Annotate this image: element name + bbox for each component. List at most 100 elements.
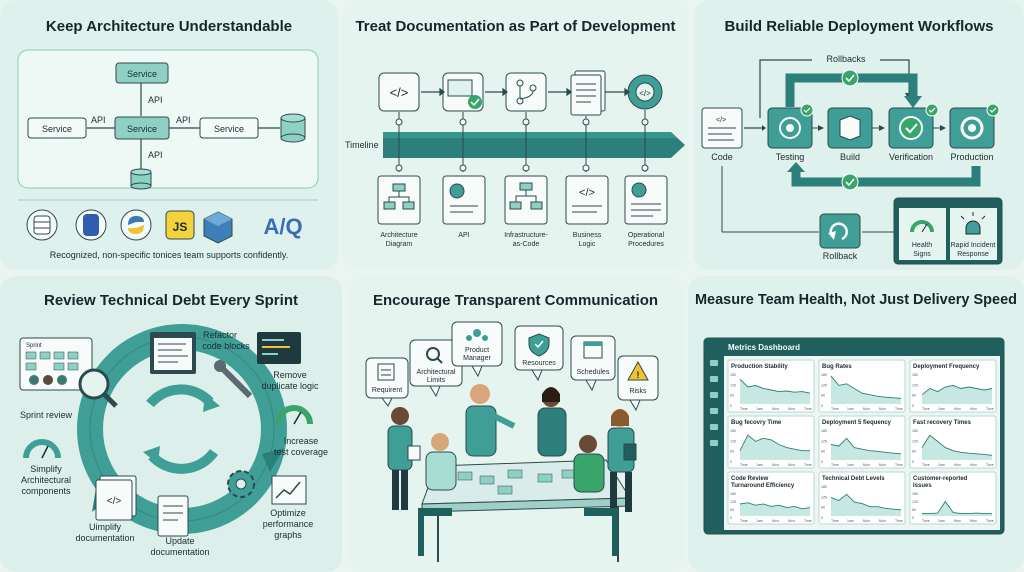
metric-x-tick: 1am	[756, 463, 763, 467]
metric-y-tick: 180	[730, 373, 736, 377]
metric-area	[740, 379, 810, 404]
service-top-box[interactable]	[115, 62, 169, 84]
health-label-2: Signs	[913, 251, 931, 258]
doc-label-business-1: Business	[573, 232, 602, 239]
svg-text:!: !	[637, 370, 640, 380]
svg-text:</>: </>	[579, 187, 595, 199]
person-right-woman	[607, 409, 637, 512]
metric-x-tick: Mon	[772, 407, 779, 411]
gear-icon	[227, 470, 255, 498]
service-right-box[interactable]	[199, 117, 259, 139]
metric-line	[739, 434, 810, 452]
simplify-label-3: components	[21, 486, 71, 496]
svg-text:</>: </>	[639, 89, 651, 98]
api-top-label: API	[148, 95, 163, 105]
metric-y-tick: 60	[821, 450, 825, 454]
metric-line	[921, 434, 993, 456]
document-stack-icon	[570, 70, 606, 116]
code-blocks-icon	[150, 332, 196, 374]
arch-limits-label-2: Limits	[427, 377, 446, 384]
metric-line	[921, 384, 993, 396]
metric-x-tick: 1am	[847, 463, 854, 467]
javascript-logo-icon: JS	[165, 210, 195, 240]
metric-y-tick: 125	[912, 500, 918, 504]
optimize-label-2: performance	[263, 519, 314, 529]
metric-y-tick: 60	[730, 394, 734, 398]
service-right-label: Service	[214, 124, 244, 134]
architecture-diagram-doc[interactable]	[377, 175, 421, 225]
metric-title: Customer-reported	[913, 476, 968, 482]
check-icon	[800, 103, 814, 117]
metric-y-tick: 0	[730, 404, 732, 408]
business-logic-doc[interactable]: </>	[565, 175, 609, 225]
check-icon	[925, 103, 939, 117]
metric-x-tick: Mon	[772, 463, 779, 467]
metric-x-tick: 1am	[938, 463, 945, 467]
metric-x-tick: Time	[986, 407, 994, 411]
metric-x-tick: Mon	[954, 519, 961, 523]
rollback-button[interactable]	[819, 213, 861, 249]
requirement-bubble: Requirent	[365, 357, 409, 407]
rollback-label: Rollback	[823, 251, 858, 261]
service-left-box[interactable]	[27, 117, 87, 139]
person-seated-right	[573, 435, 618, 556]
resources-bubble: Resources	[514, 325, 564, 382]
person-center-woman	[537, 387, 567, 457]
health-label-1: Health	[912, 242, 932, 249]
api-right-label: API	[176, 115, 191, 125]
metric-y-tick: 125	[821, 439, 827, 443]
metric-x-tick: 1am	[847, 407, 854, 411]
infrastructure-doc[interactable]	[504, 175, 548, 225]
tech-debt-panel: Review Technical Debt Every Sprint Sprin…	[0, 276, 342, 572]
cloud-db-logo-icon	[75, 209, 107, 241]
documentation-panel: Treat Documentation as Part of Developme…	[343, 0, 688, 270]
metric-line	[830, 375, 902, 399]
tech-debt-diagram: Sprint Sprint review Refactor code block…	[19, 324, 328, 557]
metric-area	[831, 438, 901, 460]
metric-y-tick: 180	[821, 429, 827, 433]
metrics-dashboard: Metrics Dashboard Production Stability18…	[703, 337, 1005, 535]
metric-x-tick: Mon	[863, 407, 870, 411]
metric-x-tick: Mon	[788, 407, 795, 411]
metric-y-tick: 180	[821, 485, 827, 489]
incident-label-2: Response	[957, 251, 989, 258]
remove-label-1: Remove	[273, 370, 307, 380]
product-manager-bubble: Product Manager	[451, 321, 503, 378]
metric-x-tick: Mon	[879, 519, 886, 523]
metric-x-tick: Mon	[863, 463, 870, 467]
service-center-label: Service	[127, 124, 157, 134]
terminal-check-icon	[442, 72, 484, 112]
metric-x-tick: Mon	[788, 463, 795, 467]
metric-x-tick: Mon	[954, 407, 961, 411]
metric-line	[739, 378, 811, 394]
communication-title: Encourage Transparent Communication	[372, 292, 659, 309]
metric-x-tick: 1am	[756, 519, 763, 523]
api-left-label: API	[91, 115, 106, 125]
metric-y-tick: 0	[912, 516, 914, 520]
code-doc-icon: </>	[378, 72, 420, 112]
schedules-bubble: Schedules	[570, 335, 616, 392]
architecture-panel: Keep Architecture Understandable Service…	[0, 0, 338, 270]
metric-x-tick: Mon	[970, 519, 977, 523]
requirement-label: Requirent	[372, 387, 402, 394]
metric-line	[739, 502, 811, 510]
metric-area	[922, 501, 992, 516]
metric-y-tick: 60	[730, 508, 734, 512]
metric-y-tick: 60	[821, 394, 825, 398]
operational-procedures-doc[interactable]	[624, 175, 668, 225]
service-left-label: Service	[42, 124, 72, 134]
terminal-icon	[257, 332, 301, 364]
resources-label: Resources	[522, 360, 556, 367]
deployment-title: Build Reliable Deployment Workflows	[724, 18, 994, 35]
service-center-box[interactable]	[114, 116, 170, 140]
api-doc[interactable]	[442, 175, 486, 225]
